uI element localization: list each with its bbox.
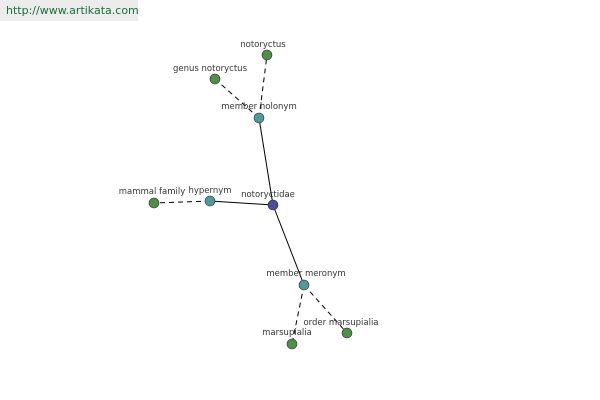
edge-holonym-notoryctus — [258, 54, 268, 119]
node-label-marsupialia[interactable]: marsupialia — [262, 328, 312, 338]
node-genus[interactable] — [209, 73, 221, 85]
node-order[interactable] — [341, 327, 353, 339]
node-marsupialia[interactable] — [286, 338, 298, 350]
node-label-holonym[interactable]: member holonym — [221, 102, 296, 112]
graph-labels: notoryctidae member holonym hypernym member… — [119, 40, 379, 338]
node-label-hypernym[interactable]: hypernym — [188, 186, 231, 196]
edge-hypernym-mammal — [153, 200, 211, 204]
node-label-notoryctus[interactable]: notoryctus — [240, 40, 286, 50]
node-center[interactable] — [267, 199, 279, 211]
node-label-center[interactable]: notoryctidae — [241, 190, 295, 200]
edge-center-hypernym — [209, 200, 274, 206]
edge-meronym-order — [303, 284, 348, 334]
node-label-genus[interactable]: genus notoryctus — [173, 64, 248, 74]
node-notoryctus[interactable] — [261, 49, 273, 61]
node-holonym[interactable] — [253, 112, 265, 124]
node-mammal[interactable] — [148, 197, 160, 209]
node-hypernym[interactable] — [204, 195, 216, 207]
node-label-order[interactable]: order marsupialia — [303, 318, 378, 328]
edge-center-meronym — [272, 204, 305, 286]
node-label-mammal[interactable]: mammal family — [119, 187, 186, 197]
watermark-url: http://www.artikata.com — [0, 0, 139, 21]
node-label-meronym[interactable]: member meronym — [266, 269, 345, 279]
edge-holonym-genus — [214, 78, 260, 119]
graph-edges — [153, 54, 348, 345]
edge-center-holonym — [258, 117, 274, 206]
node-meronym[interactable] — [298, 279, 310, 291]
graph-nodes — [148, 49, 353, 350]
edge-meronym-marsupialia — [291, 284, 305, 345]
